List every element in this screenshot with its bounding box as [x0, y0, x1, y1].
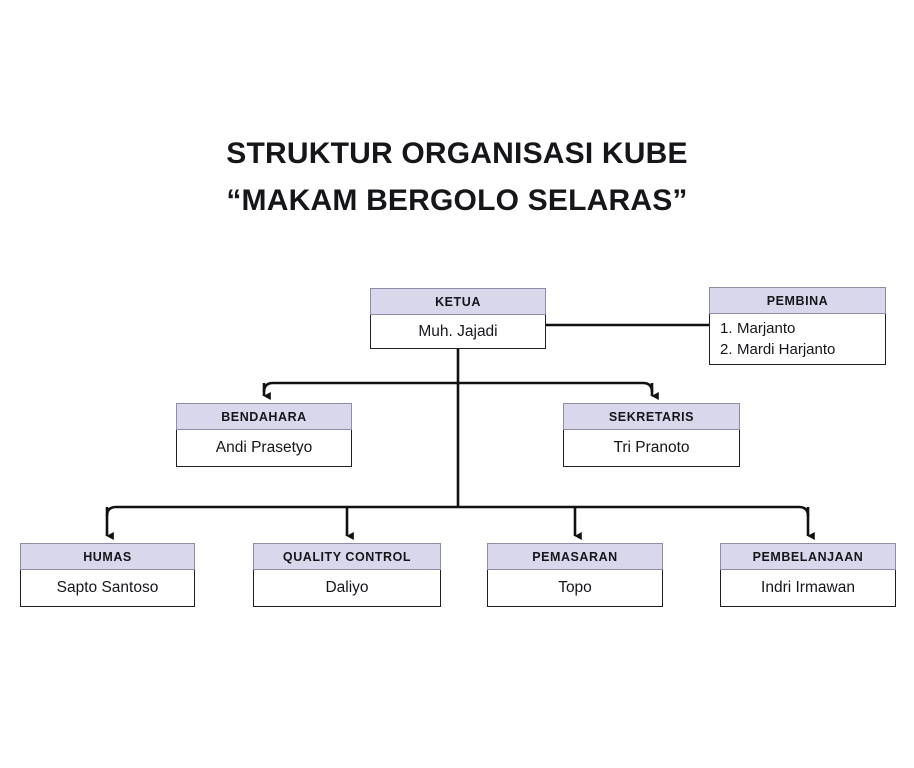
- title-line-2: “MAKAM BERGOLO SELARAS”: [226, 184, 688, 217]
- node-pembina[interactable]: PEMBINA 1.Marjanto 2.Mardi Harjanto: [709, 287, 886, 365]
- pembina-item-2-name: Mardi Harjanto: [737, 341, 836, 358]
- node-pembelanjaan-role: PEMBELANJAAN: [720, 543, 896, 570]
- node-humas-role: HUMAS: [20, 543, 195, 570]
- node-quality-control-role: QUALITY CONTROL: [253, 543, 441, 570]
- title-line-1: STRUKTUR ORGANISASI KUBE: [226, 137, 688, 170]
- node-bendahara-role: BENDAHARA: [176, 403, 352, 430]
- node-pembina-role: PEMBINA: [709, 287, 886, 314]
- node-pembina-names: 1.Marjanto 2.Mardi Harjanto: [709, 314, 886, 365]
- node-ketua-role: KETUA: [370, 288, 546, 315]
- node-ketua-name: Muh. Jajadi: [370, 315, 546, 349]
- node-pemasaran-role: PEMASARAN: [487, 543, 663, 570]
- node-quality-control-name: Daliyo: [253, 570, 441, 607]
- node-bendahara[interactable]: BENDAHARA Andi Prasetyo: [176, 403, 352, 467]
- node-pembelanjaan[interactable]: PEMBELANJAAN Indri Irmawan: [720, 543, 896, 607]
- node-bendahara-name: Andi Prasetyo: [176, 430, 352, 467]
- node-humas[interactable]: HUMAS Sapto Santoso: [20, 543, 195, 607]
- node-pemasaran-name: Topo: [487, 570, 663, 607]
- node-sekretaris[interactable]: SEKRETARIS Tri Pranoto: [563, 403, 740, 467]
- pembina-list-item-1: 1.Marjanto: [720, 318, 885, 339]
- node-humas-name: Sapto Santoso: [20, 570, 195, 607]
- node-pembelanjaan-name: Indri Irmawan: [720, 570, 896, 607]
- page-title: STRUKTUR ORGANISASI KUBE “MAKAM BERGOLO …: [0, 130, 914, 224]
- pembina-item-2-number: 2.: [720, 341, 733, 358]
- pembina-item-1-number: 1.: [720, 320, 733, 337]
- bus-tier2: [105, 505, 810, 517]
- pembina-item-1-name: Marjanto: [737, 320, 796, 337]
- pembina-list-item-2: 2.Mardi Harjanto: [720, 339, 885, 360]
- node-quality-control[interactable]: QUALITY CONTROL Daliyo: [253, 543, 441, 607]
- node-ketua[interactable]: KETUA Muh. Jajadi: [370, 288, 546, 349]
- node-sekretaris-name: Tri Pranoto: [563, 430, 740, 467]
- node-pemasaran[interactable]: PEMASARAN Topo: [487, 543, 663, 607]
- node-sekretaris-role: SEKRETARIS: [563, 403, 740, 430]
